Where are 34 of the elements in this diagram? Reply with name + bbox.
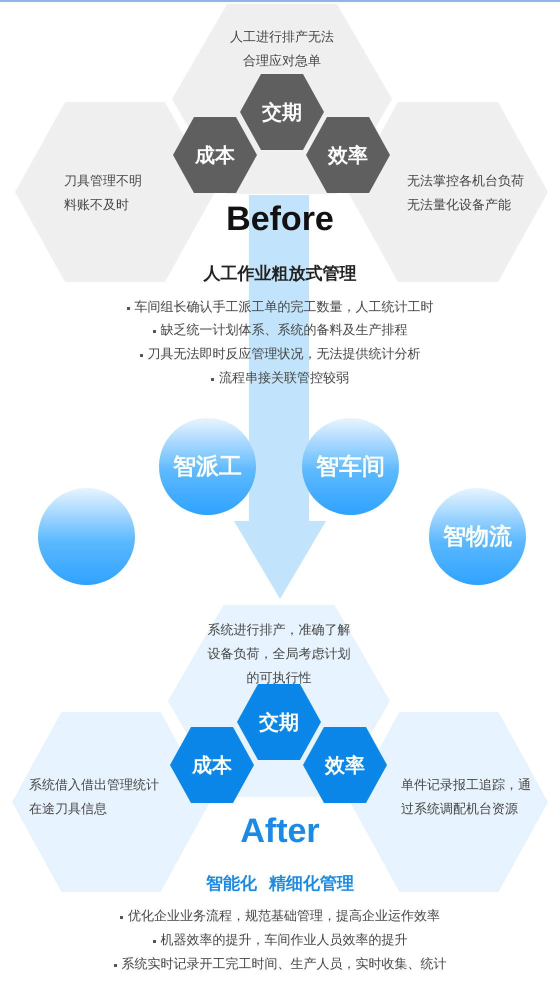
hexagon-tile xyxy=(170,727,254,803)
hexagon-tile xyxy=(306,117,390,193)
description-text: 无法掌控各机台负荷无法量化设备产能 xyxy=(407,173,525,215)
description-text: 刀具管理不明料账不及时 xyxy=(64,173,143,215)
hexagon-label: 效率 xyxy=(325,752,365,778)
section-subtitle: 人工作业粗放式管理 xyxy=(204,264,356,284)
circle-label: 智物流 xyxy=(443,523,512,552)
bullet-text: 优化企业业务流程，规范基础管理，提高企业运作效率 xyxy=(128,908,440,926)
description-text: 系统借入借出管理统计在途刀具信息 xyxy=(29,777,160,819)
circle-label: 智车间 xyxy=(316,453,385,482)
hexagon-tile xyxy=(172,4,392,194)
bullet-text: 机器效率的提升，车间作业人员效率的提升 xyxy=(160,932,408,950)
description-text: 单件记录报工追踪，通过系统调配机台资源 xyxy=(401,777,532,819)
hexagon-label: 效率 xyxy=(328,142,368,168)
bullet-text: 缺乏统一计划体系、系统的备料及生产排程 xyxy=(160,322,408,340)
hexagon-tile xyxy=(303,727,387,803)
hexagon-tile xyxy=(173,117,257,193)
section-subtitle: 智能化 精细化管理 xyxy=(206,874,354,894)
bullet-text: 流程串接关联管控较弱 xyxy=(219,370,349,388)
section-heading: Before xyxy=(226,200,334,238)
circle-label: 智派工 xyxy=(173,453,242,482)
hexagon-label: 成本 xyxy=(192,752,232,778)
section-heading: After xyxy=(240,812,320,850)
bullet-text: 刀具无法即时反应管理状况，无法提供统计分析 xyxy=(148,346,420,364)
bullet-text: 车间组长确认手工派工单的完工数量，人工统计工时 xyxy=(134,299,434,317)
hexagon-label: 成本 xyxy=(195,142,235,168)
hexagon-label: 交期 xyxy=(259,708,299,736)
bullet-text: 系统实时记录开工完工时间、生产人员，实时收集、统计 xyxy=(122,956,446,974)
description-text: 人工进行排产无法合理应对急单 xyxy=(229,29,335,71)
block-arrow xyxy=(234,195,326,599)
hexagon-label: 交期 xyxy=(262,98,302,126)
description-text: 系统进行排产，准确了解设备负荷，全局考虑计划的可执行性 xyxy=(206,622,352,688)
hexagon-tile xyxy=(237,684,321,760)
hexagon-tile xyxy=(240,74,324,150)
